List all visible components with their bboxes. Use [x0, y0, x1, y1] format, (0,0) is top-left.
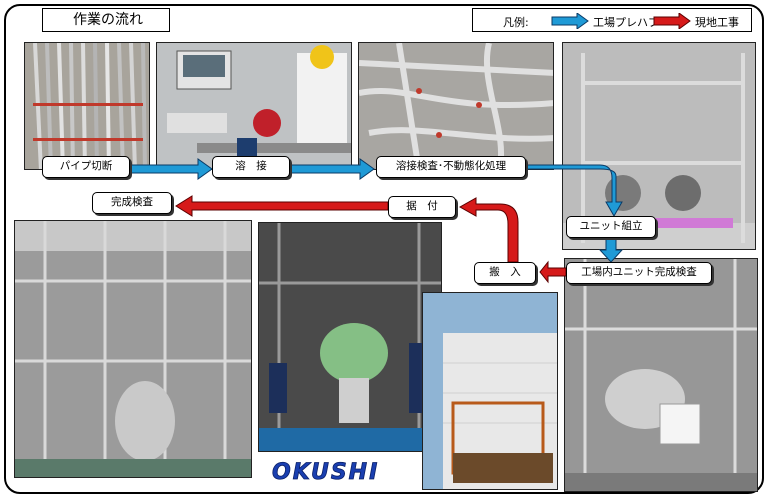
arrow-unit-inspect-to-carry: [539, 260, 567, 284]
step-inspect: 溶接検査･不動態化処理: [376, 156, 526, 178]
step-weld: 溶 接: [212, 156, 290, 178]
step-unit-assembly: ユニット組立: [566, 216, 656, 238]
legend-blue-arrow-icon: [551, 13, 589, 29]
page-title: 作業の流れ: [42, 8, 170, 32]
legend-prefix: 凡例:: [503, 16, 529, 29]
arrow-install-to-final: [175, 195, 389, 217]
installation-illustration: [259, 223, 441, 451]
arrow-inspect-to-unit: [525, 164, 623, 218]
carry-in-illustration: [423, 293, 557, 489]
photo-installation: [258, 222, 442, 452]
arrow-cut-to-weld: [127, 158, 213, 180]
final-plant-illustration: [15, 221, 251, 477]
photo-unit-assembly: [562, 42, 756, 250]
legend-red-arrow-icon: [653, 13, 691, 29]
photo-pipes: [24, 42, 150, 170]
legend: 凡例: 工場プレハブ 現地工事: [472, 8, 752, 32]
legend-red-label: 現地工事: [695, 16, 739, 29]
welding-illustration: [157, 43, 351, 169]
pipes-illustration: [25, 43, 149, 169]
step-unit-inspect: 工場内ユニット完成検査: [566, 262, 712, 284]
step-install: 据 付: [388, 196, 456, 218]
step-carry-in: 搬 入: [474, 262, 536, 284]
photo-unit-inspection: [564, 258, 758, 492]
unit-inspection-illustration: [565, 259, 757, 491]
inspection-illustration: [359, 43, 553, 169]
logo-text: OKUSHI: [272, 460, 379, 485]
arrow-unit-to-unit-inspect: [598, 237, 624, 263]
step-pipe-cut: パイプ切断: [42, 156, 130, 178]
arrow-weld-to-inspect: [289, 158, 375, 180]
step-final-inspect: 完成検査: [92, 192, 172, 214]
arrow-carry-to-install: [458, 197, 519, 263]
photo-carry-in: [422, 292, 558, 490]
company-logo: OKUSHI: [272, 460, 379, 486]
unit-assembly-illustration: [563, 43, 755, 249]
photo-final-plant: [14, 220, 252, 478]
legend-blue-label: 工場プレハブ: [593, 16, 659, 29]
